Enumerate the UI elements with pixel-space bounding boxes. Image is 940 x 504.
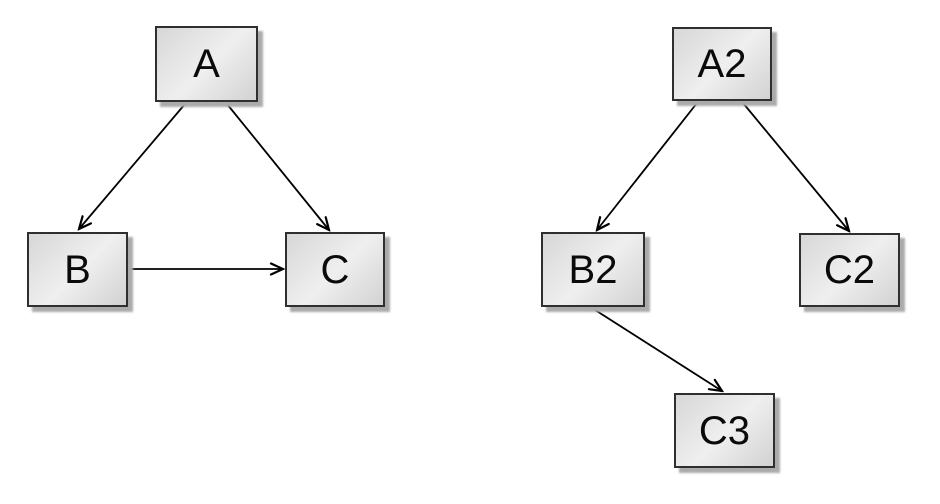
node-label-c: C (320, 247, 350, 292)
node-label-a: A (193, 42, 220, 86)
node-c[interactable]: C (285, 232, 385, 307)
node-c2[interactable]: C2 (799, 233, 900, 307)
edge-a2-to-b2[interactable] (597, 102, 698, 230)
node-a2[interactable]: A2 (672, 27, 772, 101)
node-a[interactable]: A (155, 26, 258, 102)
node-label-c3: C3 (698, 408, 751, 453)
node-label-b: B (64, 247, 91, 292)
edge-a2-to-c2[interactable] (742, 102, 849, 231)
node-label-c2: C2 (823, 248, 876, 292)
edge-a-to-c[interactable] (226, 103, 329, 230)
node-b[interactable]: B (27, 232, 128, 307)
node-b2[interactable]: B2 (541, 232, 645, 307)
node-c3[interactable]: C3 (674, 393, 775, 468)
edge-a-to-b[interactable] (79, 103, 186, 229)
node-label-b2: B2 (568, 247, 618, 292)
node-label-a2: A2 (697, 42, 747, 86)
edge-b2-to-c3[interactable] (591, 307, 722, 391)
